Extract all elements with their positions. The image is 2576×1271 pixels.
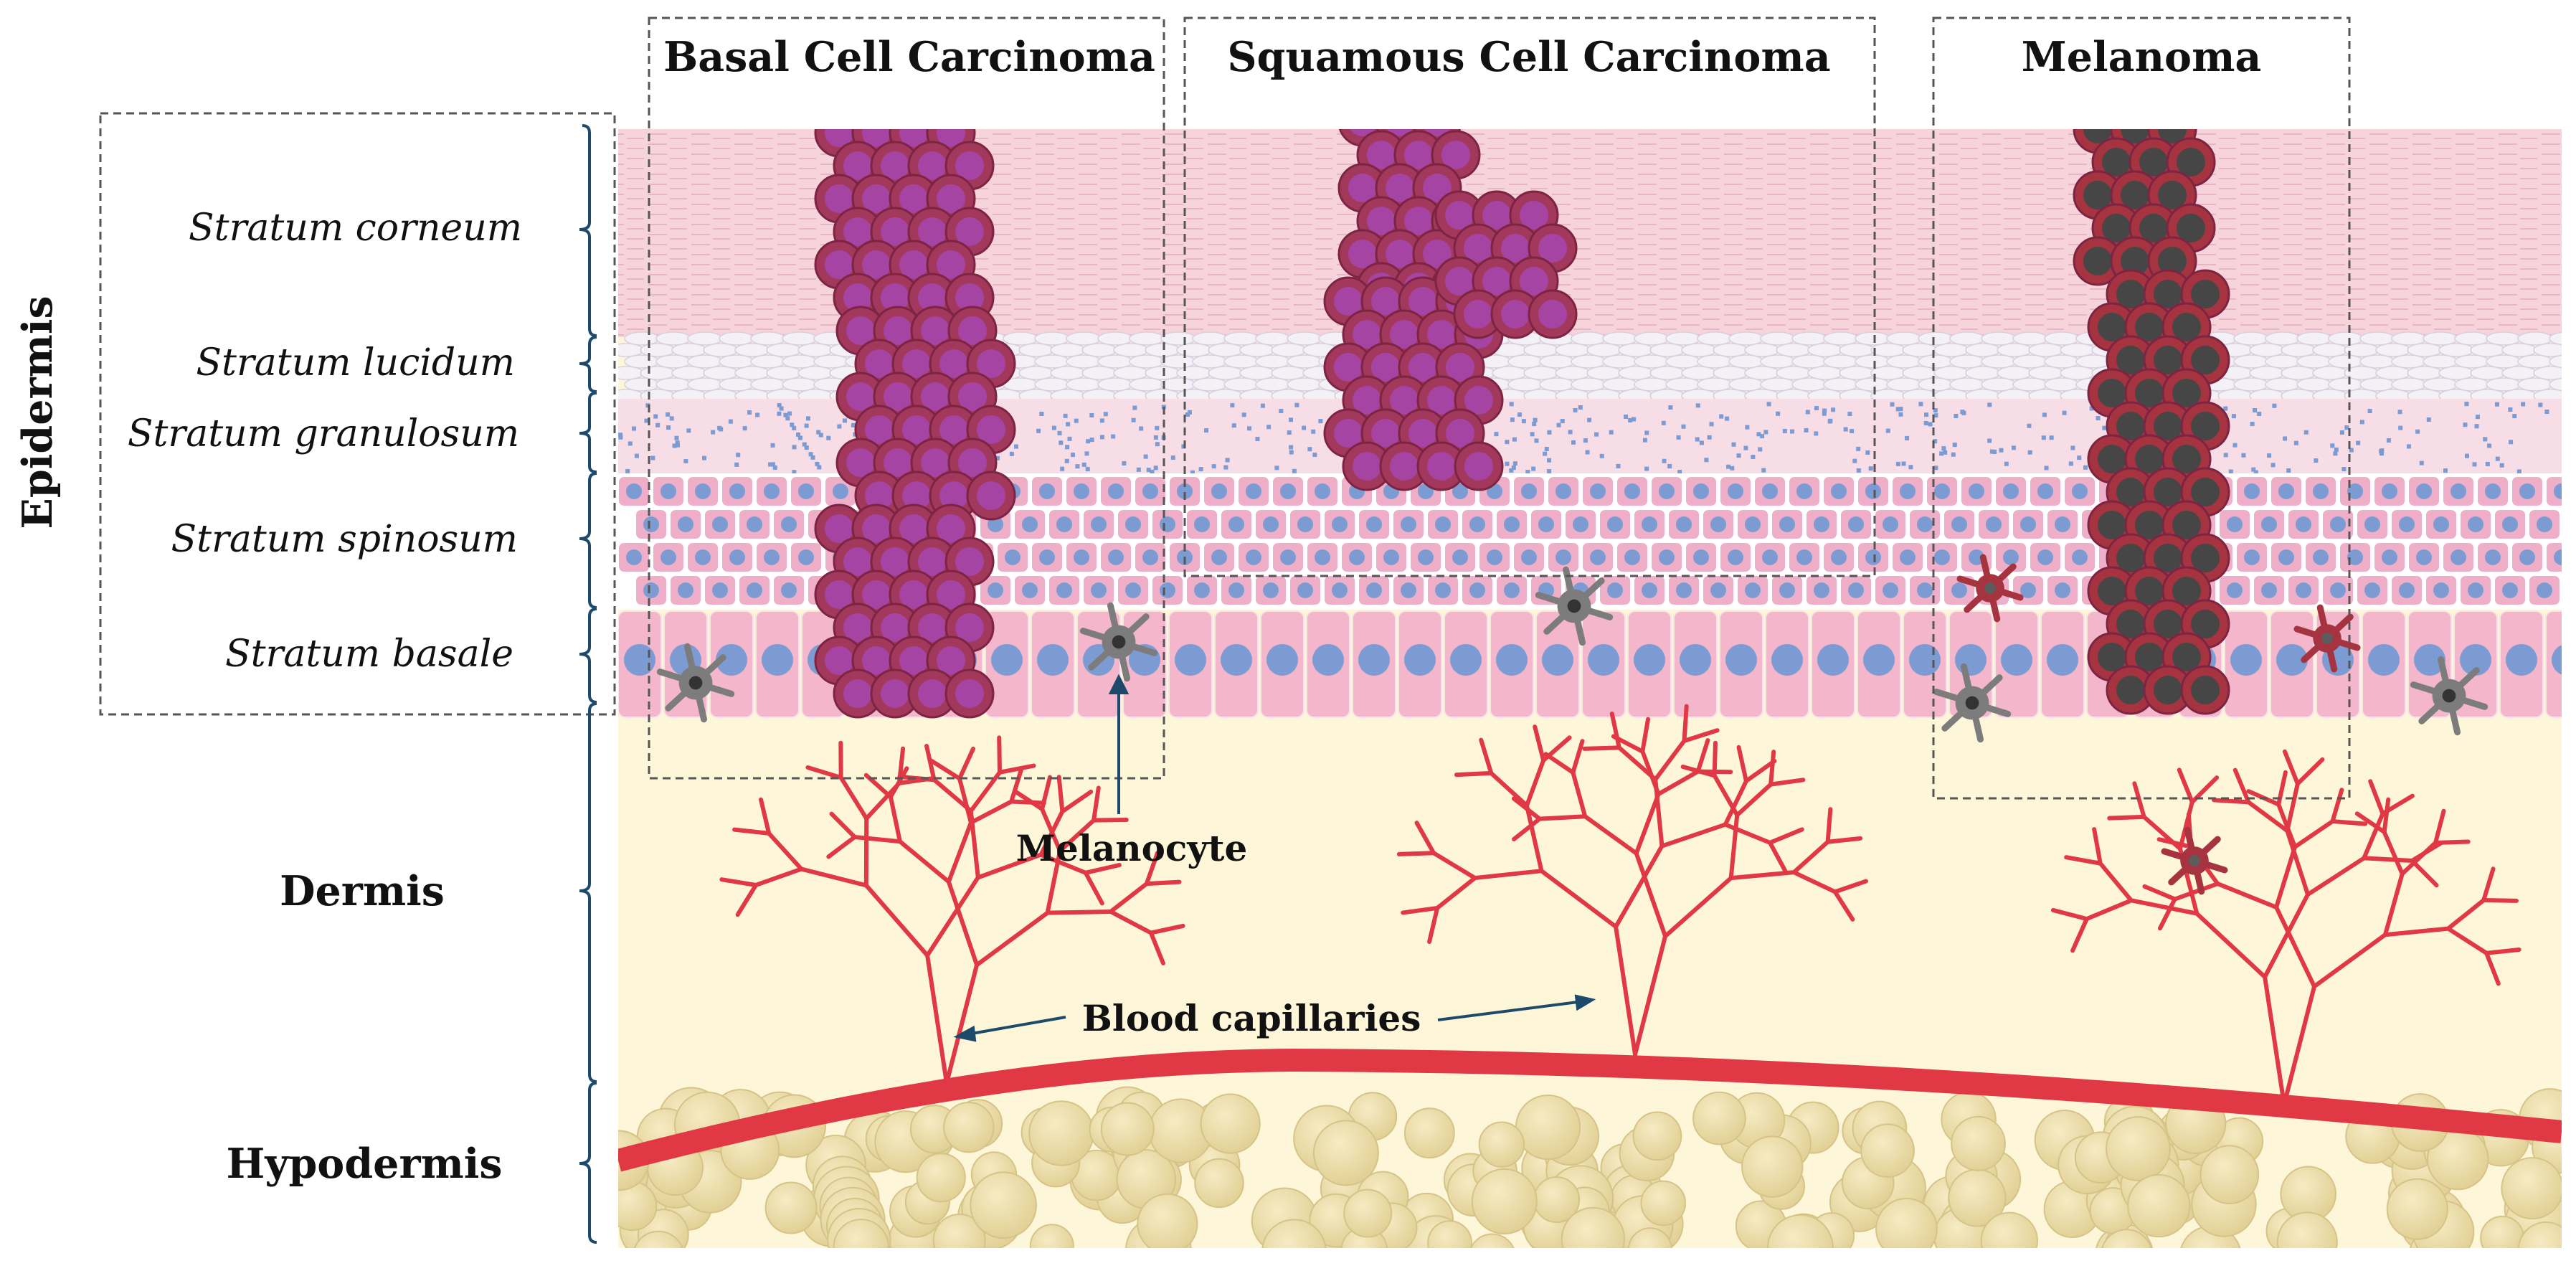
column-title-bcc: Basal Cell Carcinoma	[663, 33, 1155, 81]
annotation-arrows	[953, 674, 1596, 1042]
capillaries-label: Blood capillaries	[1082, 997, 1421, 1039]
tumors	[814, 129, 2230, 719]
column-title-melanoma: Melanoma	[2022, 33, 2262, 81]
hypodermis-fat-cells	[618, 1086, 2562, 1248]
column-title-scc: Squamous Cell Carcinoma	[1227, 33, 1830, 81]
layer-label-lucidum: Stratum lucidum	[196, 341, 515, 384]
melanocyte-label: Melanocyte	[1016, 827, 1248, 869]
layer-brackets	[579, 124, 597, 1244]
dermis-label: Dermis	[280, 867, 445, 915]
dashed-boxes	[99, 16, 2351, 800]
hypodermis-label: Hypodermis	[226, 1140, 502, 1188]
layer-label-basale: Stratum basale	[225, 633, 513, 676]
skin-cross-section	[618, 129, 2562, 1248]
layer-label-spinosum: Stratum spinosum	[171, 518, 518, 561]
epidermis-layer-box	[99, 112, 616, 716]
layer-label-granulosum: Stratum granulosum	[128, 412, 519, 455]
blood-vessel	[618, 1048, 2562, 1172]
epidermis-label: Epidermis	[14, 296, 62, 529]
scc-box	[1183, 16, 1876, 577]
bcc-box	[648, 16, 1165, 780]
blood-capillaries	[719, 704, 2521, 1107]
layer-label-corneum: Stratum corneum	[189, 207, 522, 250]
melanocytes	[656, 554, 2489, 895]
stratum-basale-layer	[618, 610, 2562, 718]
melanoma-box	[1932, 16, 2351, 800]
